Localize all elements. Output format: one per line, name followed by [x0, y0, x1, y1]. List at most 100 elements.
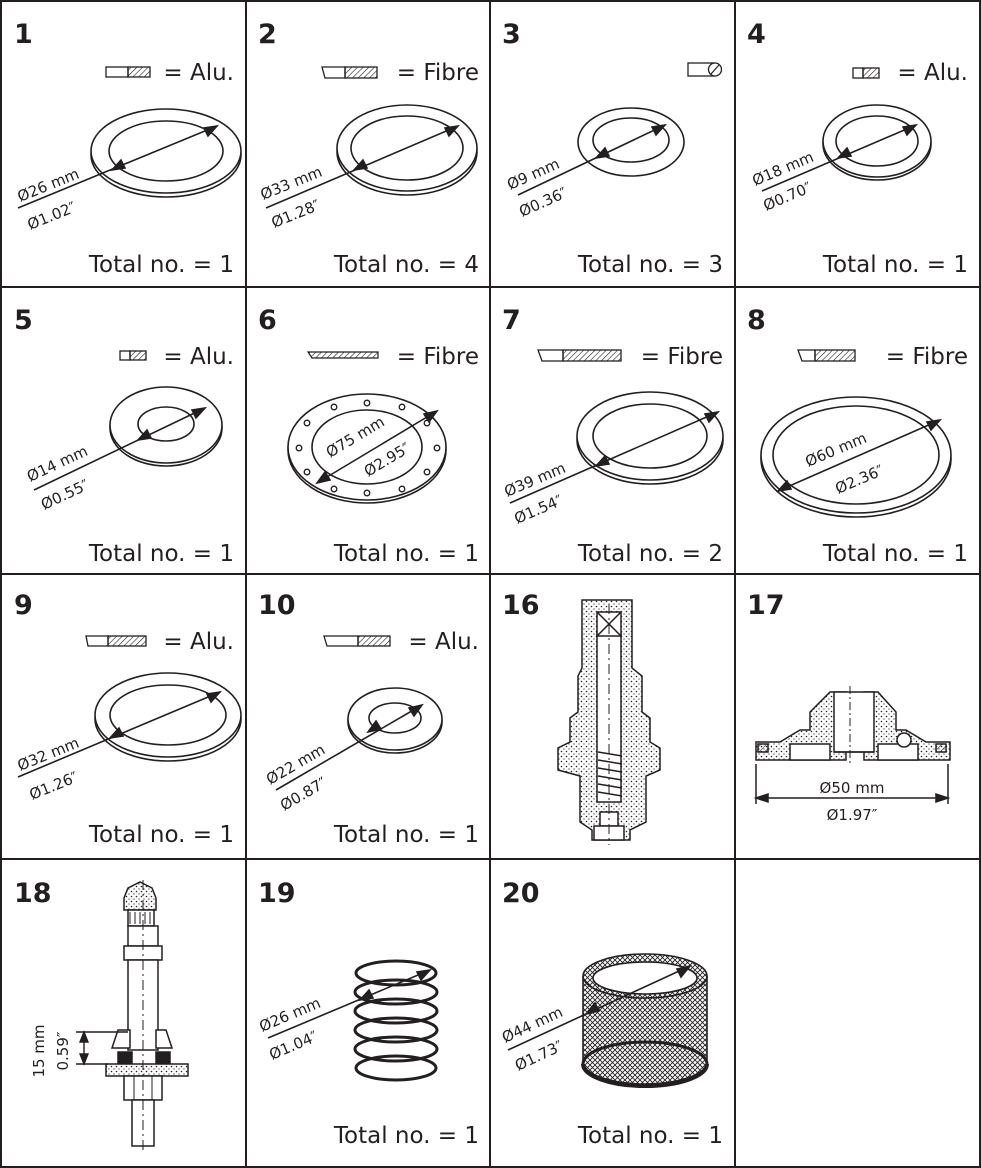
diameter-inch-label: Ø1.97″	[827, 806, 878, 824]
diameter-mm-label: Ø50 mm	[820, 779, 885, 797]
total-count: Total no. = 4	[333, 252, 479, 278]
cell-part-16: 16	[502, 590, 661, 845]
material-label: = Fibre	[397, 344, 479, 370]
material-label: = Alu.	[163, 629, 234, 655]
diameter-inch-label: Ø1.02″	[25, 198, 79, 234]
alu-material-icon	[105, 66, 151, 78]
cell-part-5: 5 = Alu. Ø14 mm Ø0.55″ Total no. = 1	[14, 305, 234, 567]
cell-part-19: 19 Ø26 mm Ø1.04″ Total no. = 1	[257, 878, 479, 1149]
diameter-dimension-line	[267, 968, 433, 1039]
diameter-inch-label: Ø1.54″	[512, 491, 566, 528]
total-count: Total no. = 2	[577, 541, 723, 567]
part-number: 19	[258, 878, 296, 909]
diameter-inch-label: Ø0.36″	[516, 183, 570, 220]
part-number: 10	[258, 590, 296, 621]
cell-part-3: 3 Ø9 mm Ø0.36″ Total no. = 3	[502, 19, 723, 278]
diameter-inch-label: Ø1.28″	[269, 196, 323, 232]
total-count: Total no. = 3	[577, 252, 723, 278]
cell-part-20: 20 Ø44 mm Ø1.73″ Total no. = 1	[499, 878, 723, 1149]
diameter-dimension-line	[275, 703, 424, 791]
alu-material-icon	[85, 635, 147, 647]
gasket-ring-drawing	[760, 396, 952, 518]
diameter-inch-label: Ø0.55″	[38, 476, 92, 514]
total-count: Total no. = 1	[333, 1123, 479, 1149]
part-number: 2	[258, 19, 277, 50]
spring-drawing	[353, 959, 439, 1082]
cell-part-7: 7 = Fibre Ø39 mm Ø1.54″ Total no. = 2	[502, 305, 724, 567]
part-number: 7	[502, 305, 521, 336]
fibre-material-icon	[306, 351, 379, 359]
part-number: 16	[502, 590, 540, 621]
material-label: = Alu.	[897, 60, 968, 86]
gasket-ring-drawing	[336, 104, 478, 196]
diameter-dimension-line	[507, 964, 693, 1051]
diameter-dimension-line	[509, 410, 721, 504]
material-label: = Alu.	[163, 60, 234, 86]
cell-part-1: 1 = Alu. Ø26 mm Ø1.02″ Total no. = 1	[14, 19, 242, 278]
part-number: 6	[258, 305, 277, 336]
flange-gasket-drawing	[287, 393, 447, 504]
diameter-inch-label: Ø1.73″	[512, 1037, 566, 1075]
diameter-dimension-line	[775, 418, 943, 493]
diameter-dimension-line	[315, 409, 439, 485]
material-label: = Alu.	[408, 629, 479, 655]
o-ring-section-icon	[687, 62, 723, 77]
total-count: Total no. = 1	[88, 252, 234, 278]
cell-part-9: 9 = Alu. Ø32 mm Ø1.26″ Total no. = 1	[14, 590, 242, 848]
fibre-material-icon	[321, 66, 378, 79]
material-label: = Fibre	[641, 344, 723, 370]
diameter-dimension-line	[265, 124, 461, 209]
part-number: 9	[14, 590, 33, 621]
part-number: 1	[14, 19, 33, 50]
diameter-dimension-line	[517, 123, 668, 196]
spindle-drawing	[105, 880, 189, 1150]
total-count: Total no. = 1	[88, 822, 234, 848]
part-number: 4	[747, 19, 766, 50]
cell-part-17: 17 Ø50 mm Ø1.97″	[747, 590, 951, 824]
height-inch-label: 0.59″	[54, 1031, 72, 1070]
diameter-dimension-line	[17, 124, 220, 209]
total-count: Total no. = 1	[88, 541, 234, 567]
cell-part-4: 4 = Alu. Ø18 mm Ø0.70″ Total no. = 1	[747, 19, 968, 278]
part-number: 3	[502, 19, 521, 50]
alu-material-icon	[119, 350, 147, 361]
height-mm-label: 15 mm	[30, 1024, 48, 1077]
alu-material-icon	[852, 67, 880, 79]
thread-lines	[597, 751, 623, 797]
cell-part-18: 18	[14, 878, 189, 1150]
valve-insert-drawing	[557, 599, 661, 845]
gasket-ring-drawing	[94, 672, 242, 762]
material-label: = Alu.	[163, 344, 234, 370]
cell-part-8: 8 = Fibre Ø60 mm Ø2.36″ Total no. = 1	[747, 305, 968, 567]
cell-part-10: 10 = Alu. Ø22 mm Ø0.87″ Total no. = 1	[258, 590, 479, 848]
material-label: = Fibre	[886, 344, 968, 370]
part-number: 8	[747, 305, 766, 336]
height-dimension-line	[76, 1030, 128, 1066]
material-label: = Fibre	[397, 60, 479, 86]
diameter-inch-label: Ø1.04″	[267, 1027, 321, 1064]
cell-part-2: 2 = Fibre Ø33 mm Ø1.28″ Total no. = 4	[258, 19, 479, 278]
part-number: 5	[14, 305, 33, 336]
fibre-material-icon	[797, 349, 856, 362]
alu-material-icon	[323, 635, 391, 647]
diameter-inch-label: Ø1.26″	[27, 768, 81, 804]
total-count: Total no. = 1	[333, 541, 479, 567]
strainer-drawing	[581, 953, 709, 1088]
gasket-ring-drawing	[576, 391, 724, 485]
cell-part-6: 6 = Fibre	[258, 305, 479, 567]
diameter-dimension-line	[753, 764, 951, 804]
fibre-material-icon	[537, 349, 622, 362]
diameter-dimension-line	[761, 123, 919, 192]
total-count: Total no. = 1	[822, 541, 968, 567]
total-count: Total no. = 1	[822, 252, 968, 278]
bolt-holes	[295, 399, 441, 497]
total-count: Total no. = 1	[333, 822, 479, 848]
part-number: 17	[747, 590, 785, 621]
total-count: Total no. = 1	[577, 1123, 723, 1149]
gasket-ring-drawing	[822, 104, 932, 181]
part-number: 20	[502, 878, 540, 909]
part-number: 18	[14, 878, 52, 909]
diameter-dimension-line	[17, 690, 223, 778]
